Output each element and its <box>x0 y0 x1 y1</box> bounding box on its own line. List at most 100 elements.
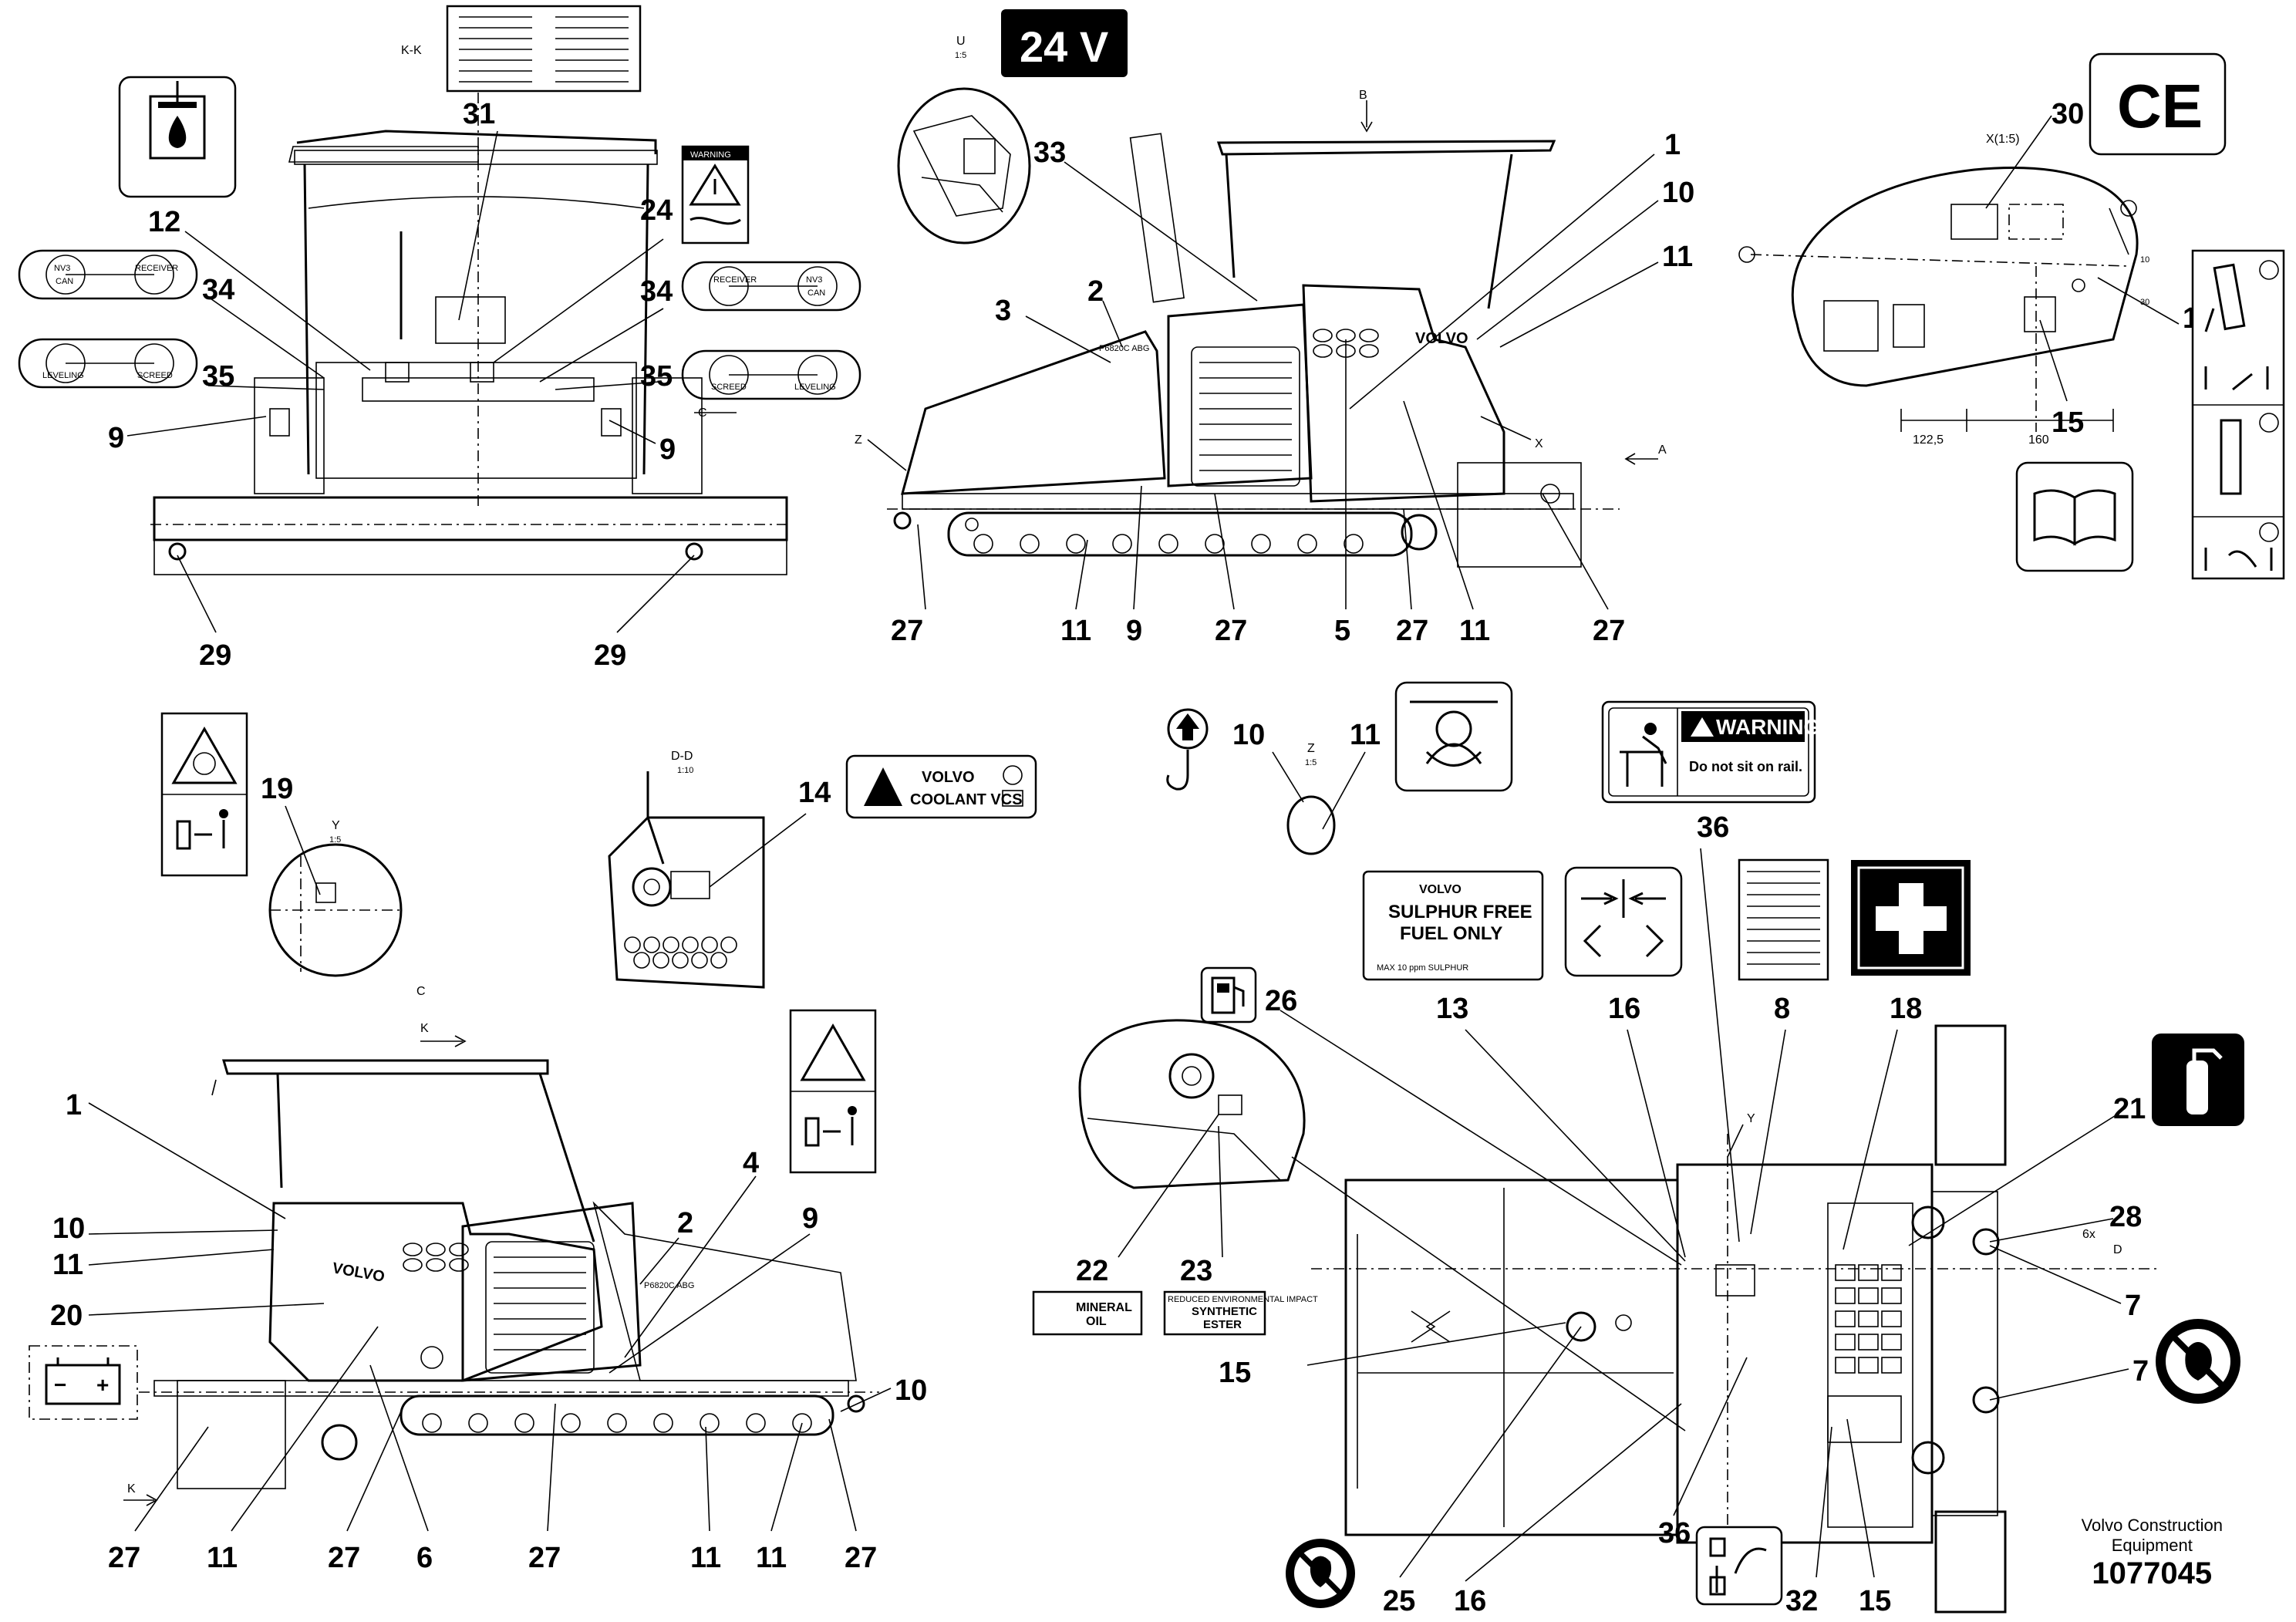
company-line2: Equipment <box>2111 1536 2193 1555</box>
detail-x: CE X(1:5) 122,5 160 10 30 30 17 15 <box>1738 52 2285 580</box>
warning-text: Do not sit on rail. <box>1689 759 1802 774</box>
view-y-label: Y <box>332 819 340 832</box>
rear-machine-outline <box>150 93 791 575</box>
view-dd-scale: 1:10 <box>677 766 693 775</box>
battery-24v-text: 24 V <box>1020 22 1108 71</box>
view-x-label: X(1:5) <box>1986 133 2020 146</box>
callout-6: 6 <box>416 1542 433 1574</box>
svg-text:RECEIVER: RECEIVER <box>713 275 757 285</box>
side-bottom-leaders <box>88 1102 892 1532</box>
callout-16-top: 16 <box>1608 993 1640 1025</box>
view-b-label: B <box>1359 89 1367 102</box>
dim-160: 160 <box>2028 433 2049 447</box>
top-view-leaders <box>1279 848 2129 1582</box>
callout-33: 33 <box>1033 137 1066 169</box>
warning-decal-24: WARNING <box>681 145 750 244</box>
callout-2-top: 2 <box>1087 275 1104 308</box>
svg-text:NV3: NV3 <box>54 264 70 273</box>
compress-decal-16 <box>1564 866 1683 977</box>
coolant-text: COOLANT VCS <box>910 791 1023 808</box>
svg-text:CAN: CAN <box>807 288 825 298</box>
view-x-small-label: X <box>1535 437 1543 450</box>
lifting-point-icon <box>1167 708 1209 750</box>
callout-9-top: 9 <box>1126 615 1142 647</box>
mineral-line1: MINERAL <box>1076 1301 1132 1314</box>
callout-11-bottom-c: 11 <box>690 1542 721 1574</box>
callout-13: 13 <box>1436 993 1468 1025</box>
callout-11-bottom-a: 11 <box>52 1249 83 1281</box>
view-y-scale: 1:5 <box>329 835 341 845</box>
callout-15-top: 15 <box>2052 406 2084 439</box>
callout-11-bottom-d: 11 <box>756 1542 787 1574</box>
callout-29-left: 29 <box>199 639 231 672</box>
callout-27-bottom-d: 27 <box>845 1542 877 1574</box>
part-number: 1077045 <box>2092 1556 2213 1590</box>
callout-11-bottom-b: 11 <box>207 1542 238 1574</box>
view-u-scale: 1:5 <box>955 51 966 60</box>
callout-7-top: 7 <box>2125 1290 2141 1322</box>
lift-detail-z: 10 11 Z 1:5 <box>1166 681 1513 855</box>
callout-15-bottom: 15 <box>1859 1585 1891 1617</box>
fuel-max: MAX 10 ppm SULPHUR <box>1377 963 1468 973</box>
callout-9-left: 9 <box>108 422 124 454</box>
multiplier-6x: 6x <box>2082 1228 2095 1241</box>
callout-5: 5 <box>1334 615 1350 647</box>
view-c-label: C <box>698 406 707 420</box>
mineral-line2: OIL <box>1086 1315 1107 1328</box>
callout-27-top-a: 27 <box>891 615 923 647</box>
view-u-label: U <box>956 35 966 48</box>
extinguisher-decal <box>2152 1034 2244 1126</box>
fuel-pump-decal <box>1200 966 1257 1023</box>
callout-27-bottom-a: 27 <box>108 1542 140 1574</box>
callout-9-bottom: 9 <box>802 1202 818 1235</box>
synthetic-ester-decal <box>1163 1290 1266 1336</box>
callout-11-top-b: 11 <box>1060 615 1091 647</box>
rear-leaders <box>126 130 737 633</box>
leveling-decal-right: SCREED LEVELING <box>681 349 861 400</box>
svg-text:+: + <box>96 1373 109 1397</box>
detail-y: 19 Y 1:5 <box>160 712 403 977</box>
detail-u <box>897 87 1031 244</box>
callout-18: 18 <box>1890 993 1922 1025</box>
callout-9-right: 9 <box>659 433 676 466</box>
callout-7-bottom: 7 <box>2132 1355 2149 1388</box>
warning-decal-36: WARNING Do not sit on rail. <box>1601 700 1820 804</box>
svg-text:CAN: CAN <box>56 277 73 286</box>
dim-122: 122,5 <box>1913 433 1944 447</box>
view-dd-label: D-D <box>671 750 693 763</box>
mineral-oil-decal <box>1032 1290 1143 1336</box>
first-aid-decal <box>1851 860 1971 976</box>
callout-11-top-c: 11 <box>1459 615 1490 647</box>
callout-35-right: 35 <box>640 360 673 393</box>
callout-36-top: 36 <box>1697 811 1729 844</box>
callout-3: 3 <box>995 295 1011 327</box>
can-decal-left: NV3 CAN RECEIVER <box>18 249 198 300</box>
callout-22: 22 <box>1076 1255 1108 1287</box>
callout-10-bottom-b: 10 <box>895 1374 927 1407</box>
callout-10-mid: 10 <box>1232 719 1265 751</box>
callout-1-top: 1 <box>1664 129 1681 161</box>
rear-view-kk: K-K NV3 CAN RECEIVER <box>18 5 861 672</box>
callout-26: 26 <box>1265 985 1297 1017</box>
callout-27-top-b: 27 <box>1215 615 1247 647</box>
no-step-decal-7 <box>2156 1319 2240 1404</box>
callout-20: 20 <box>50 1300 83 1332</box>
top-view: 26 22 23 MINERAL OIL REDUCED ENVIRONMENT… <box>1032 848 2159 1617</box>
view-c-bottom-label: C <box>416 985 426 998</box>
callout-14: 14 <box>798 777 831 809</box>
callout-27-bottom-c: 27 <box>528 1542 561 1574</box>
ce-decal <box>2089 52 2227 156</box>
view-z2-scale: 1:5 <box>1305 758 1317 767</box>
callout-36-bottom: 36 <box>1658 1517 1691 1549</box>
tie-down-decal <box>1394 681 1513 792</box>
callout-10-bottom-a: 10 <box>52 1212 85 1245</box>
view-k-bottom-label: K <box>127 1482 136 1496</box>
leveling-decal-left: LEVELING SCREED <box>18 338 198 389</box>
book-icon <box>2033 489 2116 546</box>
synthetic-line2: ESTER <box>1203 1318 1242 1331</box>
callout-25: 25 <box>1383 1585 1415 1617</box>
synthetic-top: REDUCED ENVIRONMENTAL IMPACT <box>1168 1295 1318 1304</box>
callout-24: 24 <box>640 194 673 227</box>
callout-28: 28 <box>2109 1201 2142 1233</box>
callout-1-bottom: 1 <box>66 1089 82 1121</box>
